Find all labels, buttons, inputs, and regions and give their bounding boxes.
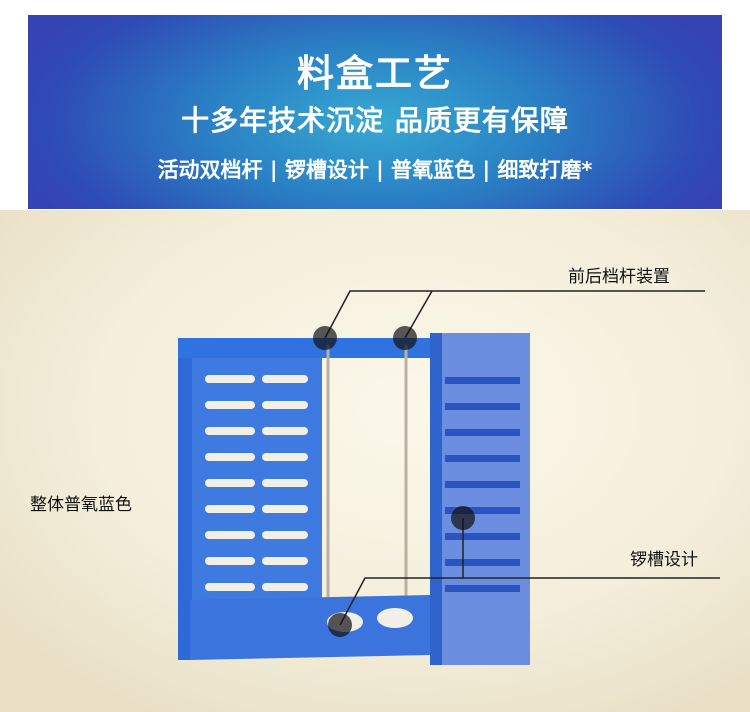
slot (262, 453, 308, 461)
slot (205, 401, 255, 409)
slot (205, 505, 255, 513)
slot (445, 403, 520, 410)
banner-features: 活动双档杆 | 锣槽设计 | 普氧蓝色 | 细致打磨* (157, 158, 593, 182)
slot (445, 585, 520, 592)
bottom-plate (190, 595, 430, 660)
slot (205, 479, 255, 487)
slot (205, 453, 255, 461)
slot (445, 533, 520, 540)
banner-subtitle: 十多年技术沉淀 品质更有保障 (181, 104, 569, 137)
callout-color-label: 整体普氧蓝色 (30, 495, 132, 515)
banner: 料盒工艺 十多年技术沉淀 品质更有保障 活动双档杆 | 锣槽设计 | 普氧蓝色 … (28, 15, 722, 209)
callout-slots-label: 锣槽设计 (630, 550, 698, 570)
top-bar (178, 338, 433, 358)
slot (445, 481, 520, 488)
slot (205, 427, 255, 435)
slot (262, 375, 308, 383)
slot (262, 583, 308, 591)
slot (445, 455, 520, 462)
slot (262, 401, 308, 409)
slot (205, 557, 255, 565)
slot (205, 583, 255, 591)
slot (445, 559, 520, 566)
slot (205, 375, 255, 383)
right-slotted-panel (430, 333, 530, 665)
banner-title: 料盒工艺 (297, 52, 453, 95)
callout-dots (313, 326, 475, 637)
slot (262, 557, 308, 565)
slot (262, 427, 308, 435)
slot (445, 377, 520, 384)
slot (205, 531, 255, 539)
callout-rods-label: 前后档杆装置 (568, 267, 670, 287)
slot (262, 505, 308, 513)
slot (262, 479, 308, 487)
left-slotted-panel (178, 340, 322, 660)
slot (262, 531, 308, 539)
slot (445, 507, 520, 514)
slot (445, 429, 520, 436)
